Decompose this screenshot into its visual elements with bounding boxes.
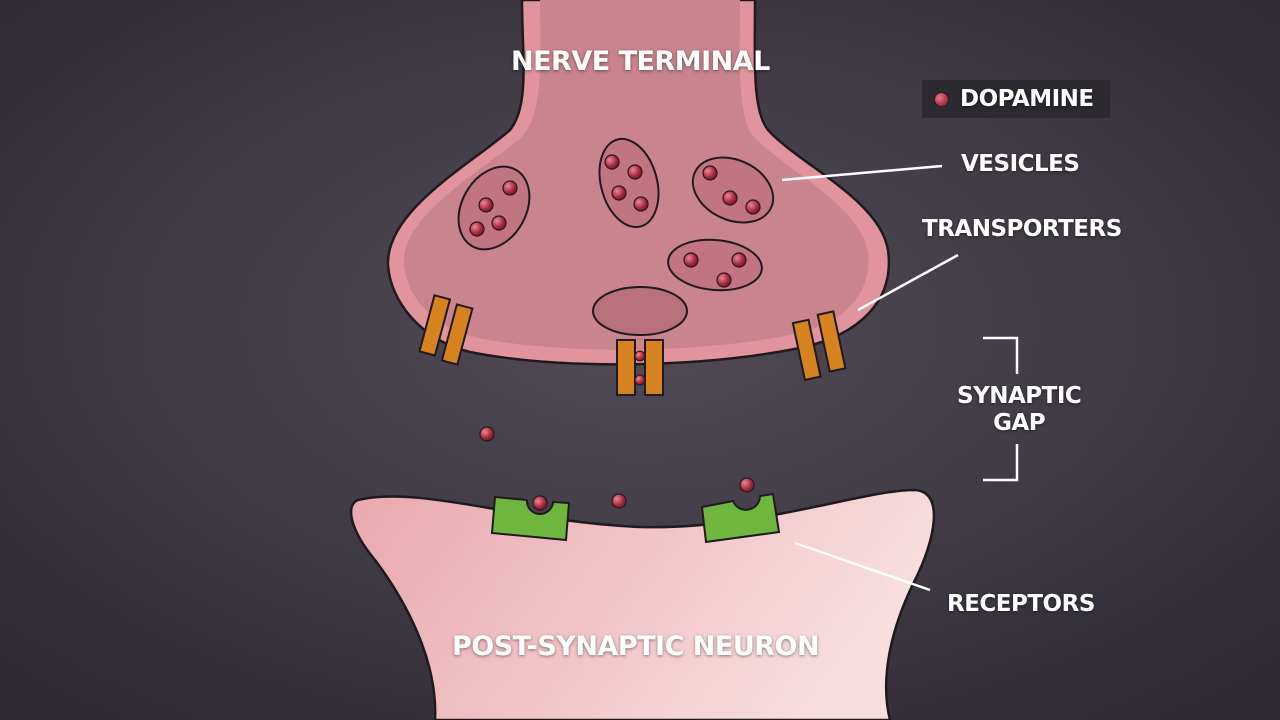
transporters bbox=[418, 294, 847, 396]
receptors-label: RECEPTORS bbox=[947, 591, 1095, 617]
pointer-lines bbox=[781, 164, 1019, 592]
synaptic-gap-bracket-bottom bbox=[983, 444, 1019, 482]
synaptic-gap-label-line1: SYNAPTIC bbox=[957, 383, 1082, 409]
dopamine-molecule bbox=[469, 221, 485, 237]
dopamine-molecule bbox=[627, 164, 643, 180]
transporter bbox=[616, 339, 664, 396]
dopamine-molecule bbox=[722, 190, 738, 206]
dopamine-in-transporter bbox=[634, 350, 646, 362]
dopamine-molecule bbox=[683, 252, 699, 268]
dopamine-molecule bbox=[604, 154, 620, 170]
dopamine-molecule bbox=[479, 426, 495, 442]
receptors bbox=[490, 492, 781, 544]
dopamine-molecule bbox=[745, 199, 761, 215]
vesicles-pointer bbox=[781, 164, 943, 182]
dopamine-molecule bbox=[633, 196, 649, 212]
dopamine-molecules bbox=[469, 154, 761, 509]
dopamine-molecule bbox=[491, 215, 507, 231]
dopamine-molecule bbox=[478, 197, 494, 213]
legend: DOPAMINE bbox=[922, 80, 1110, 118]
dopamine-molecule bbox=[502, 180, 518, 196]
nerve-terminal-label: NERVE TERMINAL bbox=[511, 46, 770, 77]
transporters-pointer bbox=[857, 253, 959, 312]
post-synaptic-neuron-label: POST-SYNAPTIC NEURON bbox=[452, 631, 820, 662]
receptor bbox=[490, 495, 571, 542]
dopamine-molecule bbox=[716, 272, 732, 288]
receptors-pointer bbox=[794, 541, 931, 592]
dopamine-bound bbox=[532, 495, 548, 511]
dopamine-legend-label: DOPAMINE bbox=[960, 86, 1094, 112]
fusing-vesicle bbox=[592, 286, 688, 336]
vesicles-label: VESICLES bbox=[961, 151, 1080, 177]
dopamine-molecule bbox=[739, 477, 755, 493]
dopamine-molecule bbox=[731, 252, 747, 268]
dopamine-molecule bbox=[611, 185, 627, 201]
dopamine-legend-icon bbox=[934, 91, 949, 107]
transporters-label: TRANSPORTERS bbox=[922, 216, 1122, 242]
post-synaptic-neuron bbox=[349, 488, 936, 720]
dopamine-molecule bbox=[702, 165, 718, 181]
synaptic-gap-bracket-top bbox=[983, 336, 1019, 374]
receptor bbox=[700, 492, 781, 544]
vesicle bbox=[667, 238, 763, 292]
synaptic-gap-label-line2: GAP bbox=[993, 410, 1046, 436]
dopamine-molecule bbox=[611, 493, 627, 509]
transporter bbox=[791, 310, 847, 382]
synaptic-gap-label: SYNAPTIC GAP bbox=[957, 383, 1082, 437]
transporter bbox=[418, 294, 474, 366]
dopamine-in-transporter bbox=[634, 374, 646, 386]
